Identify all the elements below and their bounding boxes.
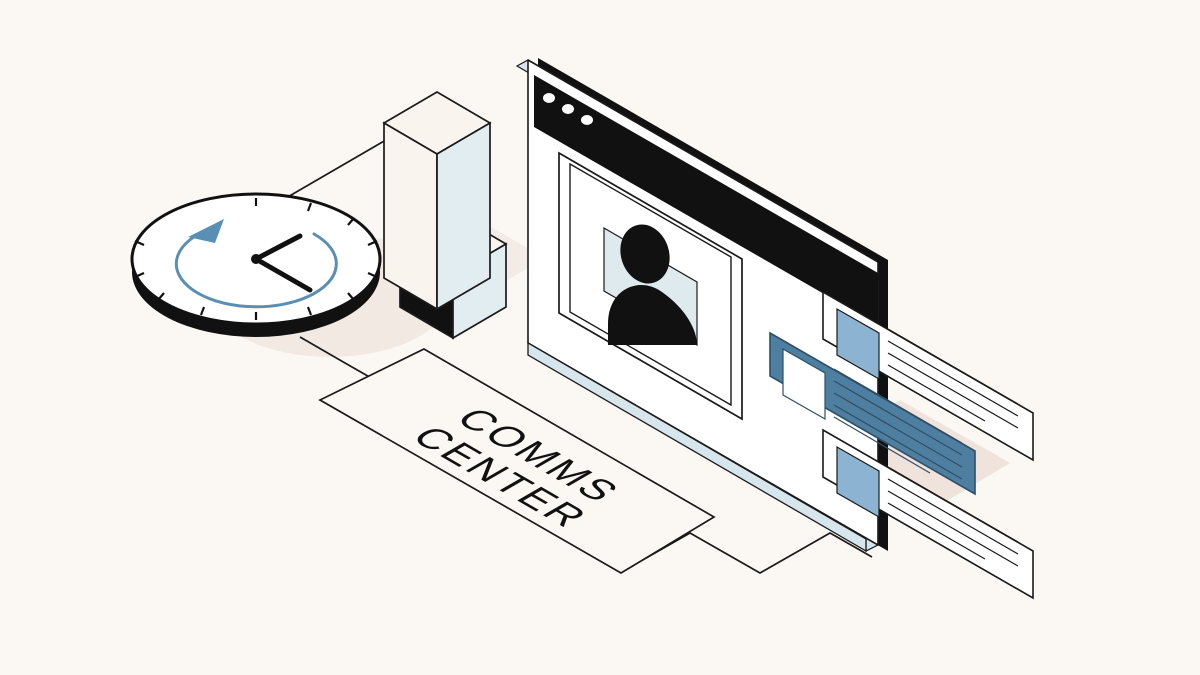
message-card-active[interactable]: [769, 331, 976, 496]
clock-center-pin: [251, 254, 261, 264]
message-card-bottom-thumbnail: [836, 445, 880, 519]
tall-box: [382, 91, 492, 311]
clock-minute-hand: [253, 233, 303, 262]
wall-clock[interactable]: [130, 192, 382, 337]
floor-plate-surface: [318, 348, 716, 574]
message-card-bottom[interactable]: [822, 428, 1034, 600]
message-card-top-thumbnail: [836, 307, 880, 381]
message-card-active-text-lines: [833, 368, 963, 480]
tall-box-right-face: [436, 121, 491, 311]
browser-window[interactable]: [515, 58, 888, 552]
browser-foot-edge: [527, 341, 867, 553]
dot-close-icon[interactable]: [543, 93, 555, 103]
clock-ticks: [134, 198, 378, 320]
tall-box-left-face: [383, 121, 438, 311]
avatar-body-icon: [608, 285, 697, 345]
avatar-head-icon: [620, 224, 670, 284]
browser-window-controls[interactable]: [543, 93, 593, 125]
clock-hour-hand: [253, 256, 313, 293]
avatar-tile: [603, 224, 698, 347]
clock-refresh-arc: [174, 226, 338, 309]
dot-maximize-icon[interactable]: [581, 115, 593, 125]
message-card-top-text-lines: [887, 328, 1019, 429]
message-card-bottom-text-lines: [887, 466, 1019, 567]
message-card-top[interactable]: [822, 290, 1034, 462]
message-card-active-thumbnail: [782, 347, 826, 421]
clock-refresh-arrow: [188, 219, 224, 243]
connector-clock-to-box: [285, 132, 399, 199]
dot-minimize-icon[interactable]: [562, 104, 574, 114]
browser-titlebar: [534, 75, 878, 325]
